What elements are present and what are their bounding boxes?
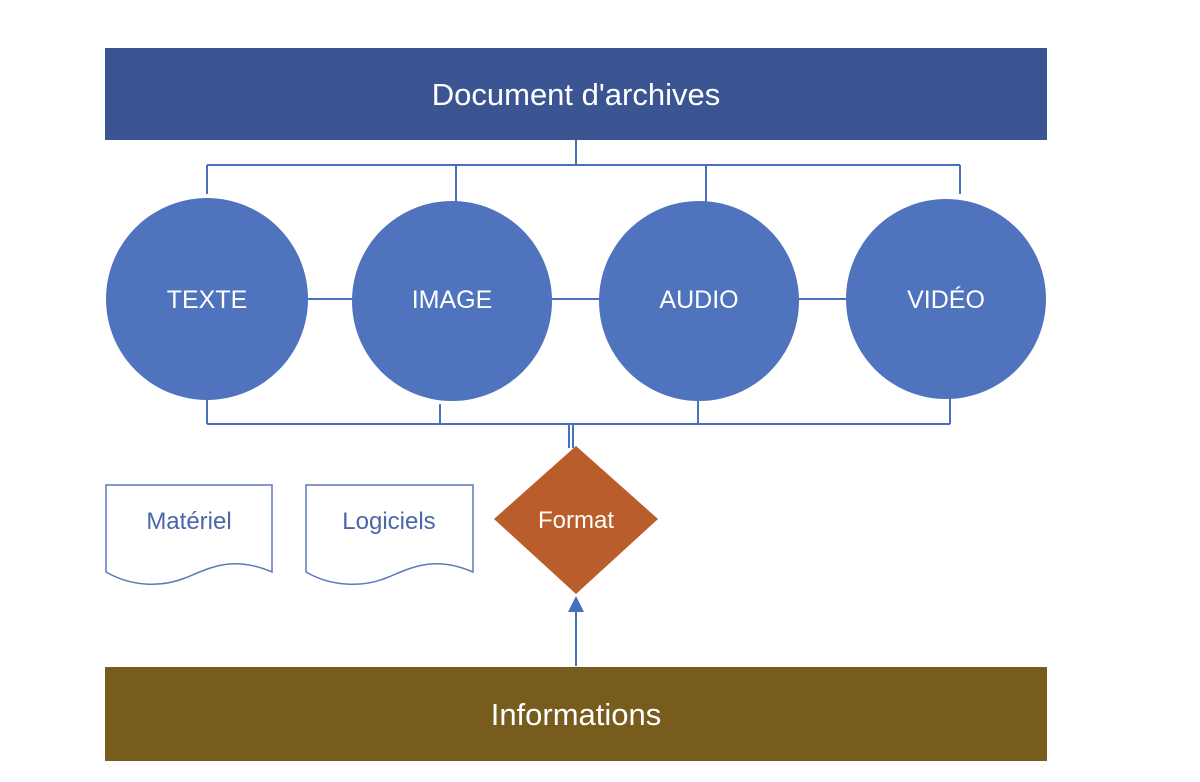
diamond-shape bbox=[494, 446, 658, 594]
footer-box: Informations bbox=[105, 667, 1047, 761]
format-label: Format bbox=[538, 507, 614, 534]
info-to-format-arrow bbox=[568, 596, 584, 666]
type-image: IMAGE bbox=[352, 201, 552, 401]
label-materiel: Matériel bbox=[146, 508, 231, 535]
circle-audio bbox=[599, 201, 799, 401]
footer-label: Informations bbox=[491, 697, 662, 732]
header-title: Document d'archives bbox=[432, 77, 721, 112]
doc-shape-materiel bbox=[105, 484, 273, 585]
label-audio: AUDIO bbox=[659, 286, 738, 314]
header-box: Document d'archives bbox=[105, 48, 1047, 140]
format-diamond: Format bbox=[494, 446, 658, 594]
top-connectors bbox=[206, 140, 961, 202]
type-texte: TEXTE bbox=[106, 198, 308, 400]
label-image: IMAGE bbox=[412, 286, 493, 314]
doc-logiciels: Logiciels bbox=[305, 484, 474, 585]
type-audio: AUDIO bbox=[599, 201, 799, 401]
circle-video bbox=[846, 199, 1046, 399]
circle-texte bbox=[106, 198, 308, 400]
doc-materiel: Matériel bbox=[105, 484, 273, 585]
arrow-head bbox=[568, 596, 584, 612]
bottom-connectors bbox=[206, 398, 951, 448]
doc-shape-logiciels bbox=[305, 484, 474, 585]
label-logiciels: Logiciels bbox=[342, 508, 435, 535]
type-video: VIDÉO bbox=[846, 199, 1046, 399]
label-texte: TEXTE bbox=[167, 286, 248, 314]
label-video: VIDÉO bbox=[907, 285, 985, 314]
circle-image bbox=[352, 201, 552, 401]
